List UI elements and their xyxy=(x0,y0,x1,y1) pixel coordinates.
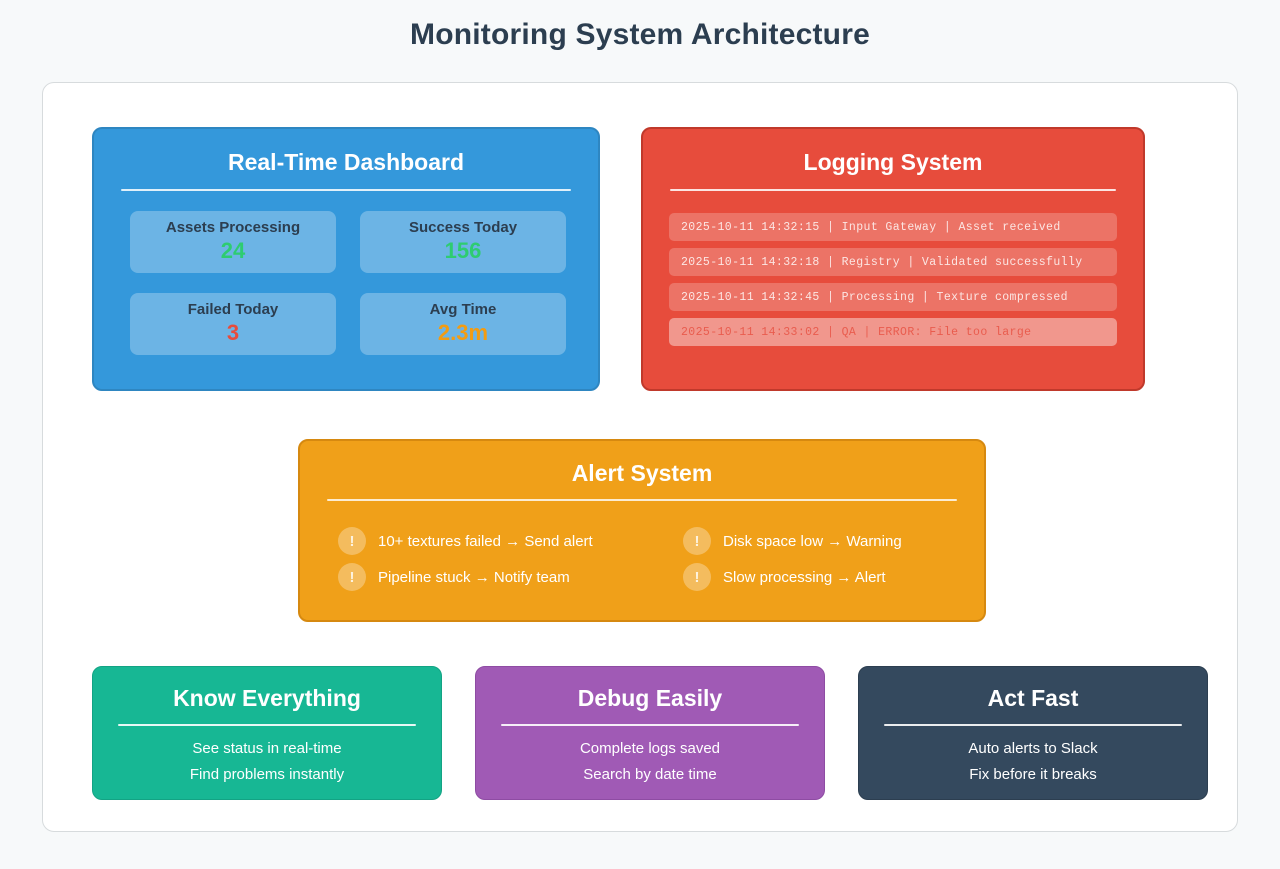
dashboard-title: Real-Time Dashboard xyxy=(227,149,465,175)
log-row: 2025-10-11 14:32:18 | Registry | Validat… xyxy=(669,248,1117,276)
stat-value: 24 xyxy=(220,237,246,263)
stat-tile: Assets Processing 24 xyxy=(130,211,336,273)
benefit-divider xyxy=(118,724,416,726)
benefit-title: Know Everything xyxy=(173,685,361,711)
benefit-line: Search by date time xyxy=(583,765,717,783)
log-row: 2025-10-11 14:32:45 | Processing | Textu… xyxy=(669,283,1117,311)
log-list: 2025-10-11 14:32:15 | Input Gateway | As… xyxy=(669,213,1117,353)
exclamation-icon: ! xyxy=(683,563,711,591)
dashboard-stat-grid: Assets Processing 24 Success Today 156 F… xyxy=(130,211,566,355)
stat-label: Success Today xyxy=(408,219,518,236)
page-title: Monitoring System Architecture xyxy=(410,18,870,51)
benefit-card-act-fast: Act Fast Auto alerts to Slack Fix before… xyxy=(858,666,1208,800)
stat-tile: Avg Time 2.3m xyxy=(360,293,566,355)
logging-divider xyxy=(670,189,1116,191)
log-row-error: 2025-10-11 14:33:02 | QA | ERROR: File t… xyxy=(669,318,1117,346)
stat-value: 2.3m xyxy=(437,319,489,345)
log-row: 2025-10-11 14:32:15 | Input Gateway | As… xyxy=(669,213,1117,241)
alert-rule-text: Slow processing → Alert xyxy=(723,568,886,586)
alert-rule-item: ! Pipeline stuck → Notify team xyxy=(338,563,683,591)
panel-real-time-dashboard: Real-Time Dashboard Assets Processing 24… xyxy=(92,127,600,391)
exclamation-icon: ! xyxy=(338,563,366,591)
benefit-line: Auto alerts to Slack xyxy=(968,740,1098,757)
stat-label: Assets Processing xyxy=(165,219,301,236)
benefit-title: Debug Easily xyxy=(577,685,723,711)
stat-label: Failed Today xyxy=(187,301,279,318)
benefit-divider xyxy=(501,724,799,726)
benefit-lines: See status in real-time Find problems in… xyxy=(93,736,441,788)
alert-rule-text: 10+ textures failed → Send alert xyxy=(378,532,593,550)
exclamation-icon: ! xyxy=(683,527,711,555)
benefit-title: Act Fast xyxy=(987,685,1079,711)
benefit-line: Fix before it breaks xyxy=(969,765,1097,783)
alerts-divider xyxy=(327,499,957,501)
stat-tile: Failed Today 3 xyxy=(130,293,336,355)
benefit-line: Complete logs saved xyxy=(579,740,721,757)
alerts-title: Alert System xyxy=(571,460,713,486)
diagram-container: Real-Time Dashboard Assets Processing 24… xyxy=(42,82,1238,832)
benefit-divider xyxy=(884,724,1182,726)
alert-rule-grid: ! 10+ textures failed → Send alert ! Dis… xyxy=(338,523,948,595)
dashboard-divider xyxy=(121,189,571,191)
benefit-lines: Complete logs saved Search by date time xyxy=(476,736,824,788)
exclamation-icon: ! xyxy=(338,527,366,555)
stat-value: 3 xyxy=(226,319,240,345)
panel-alert-system: Alert System ! 10+ textures failed → Sen… xyxy=(298,439,986,622)
benefit-card-debug-easily: Debug Easily Complete logs saved Search … xyxy=(475,666,825,800)
alert-rule-text: Pipeline stuck → Notify team xyxy=(378,568,570,586)
alert-rule-text: Disk space low → Warning xyxy=(723,532,902,550)
stat-tile: Success Today 156 xyxy=(360,211,566,273)
alert-rule-item: ! Slow processing → Alert xyxy=(683,563,948,591)
stat-label: Avg Time xyxy=(429,301,497,318)
logging-title: Logging System xyxy=(803,149,983,175)
benefit-card-know-everything: Know Everything See status in real-time … xyxy=(92,666,442,800)
panel-logging-system: Logging System 2025-10-11 14:32:15 | Inp… xyxy=(641,127,1145,391)
benefit-lines: Auto alerts to Slack Fix before it break… xyxy=(859,736,1207,788)
stat-value: 156 xyxy=(444,237,482,263)
alert-rule-item: ! Disk space low → Warning xyxy=(683,527,948,555)
benefit-line: Find problems instantly xyxy=(189,765,345,783)
benefit-line: See status in real-time xyxy=(192,740,342,757)
alert-rule-item: ! 10+ textures failed → Send alert xyxy=(338,527,683,555)
